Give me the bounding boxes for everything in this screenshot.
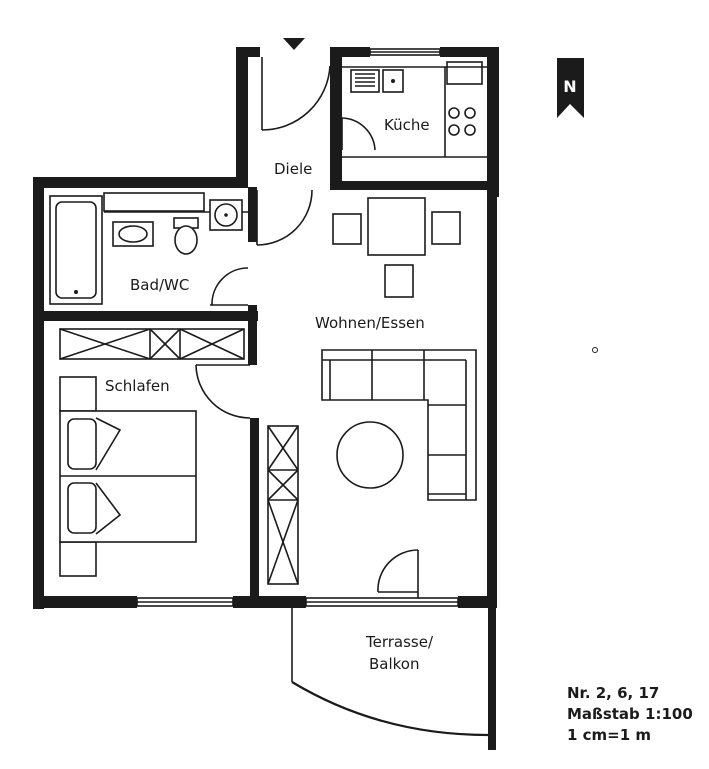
bath-fixtures	[49, 192, 248, 305]
room-label-schlafen: Schlafen	[105, 377, 170, 395]
windows	[136, 48, 459, 607]
compass: N	[557, 58, 584, 118]
plan-number: Nr. 2, 6, 17	[567, 684, 660, 702]
room-label-diele: Diele	[274, 160, 312, 178]
plan-info: Nr. 2, 6, 17 Maßstab 1:100 1 cm=1 m	[567, 683, 693, 746]
north-arrow-icon	[557, 58, 584, 118]
living-furniture	[267, 197, 477, 585]
doors	[195, 57, 419, 598]
room-label-kueche: Küche	[384, 116, 430, 134]
room-label-balkon: Balkon	[369, 655, 420, 673]
kitchen-fixtures	[342, 61, 487, 158]
room-label-terrasse: Terrasse/	[365, 633, 434, 651]
compass-label: N	[563, 77, 576, 96]
entrance-arrow-icon	[283, 38, 305, 50]
plan-scale: Maßstab 1:100	[567, 705, 693, 723]
room-label-bad: Bad/WC	[130, 276, 189, 294]
terrace	[291, 608, 489, 737]
walls	[33, 47, 499, 750]
bedroom-furniture	[59, 328, 245, 577]
room-label-wohnen: Wohnen/Essen	[315, 314, 425, 332]
plan-unit: 1 cm=1 m	[567, 726, 652, 744]
